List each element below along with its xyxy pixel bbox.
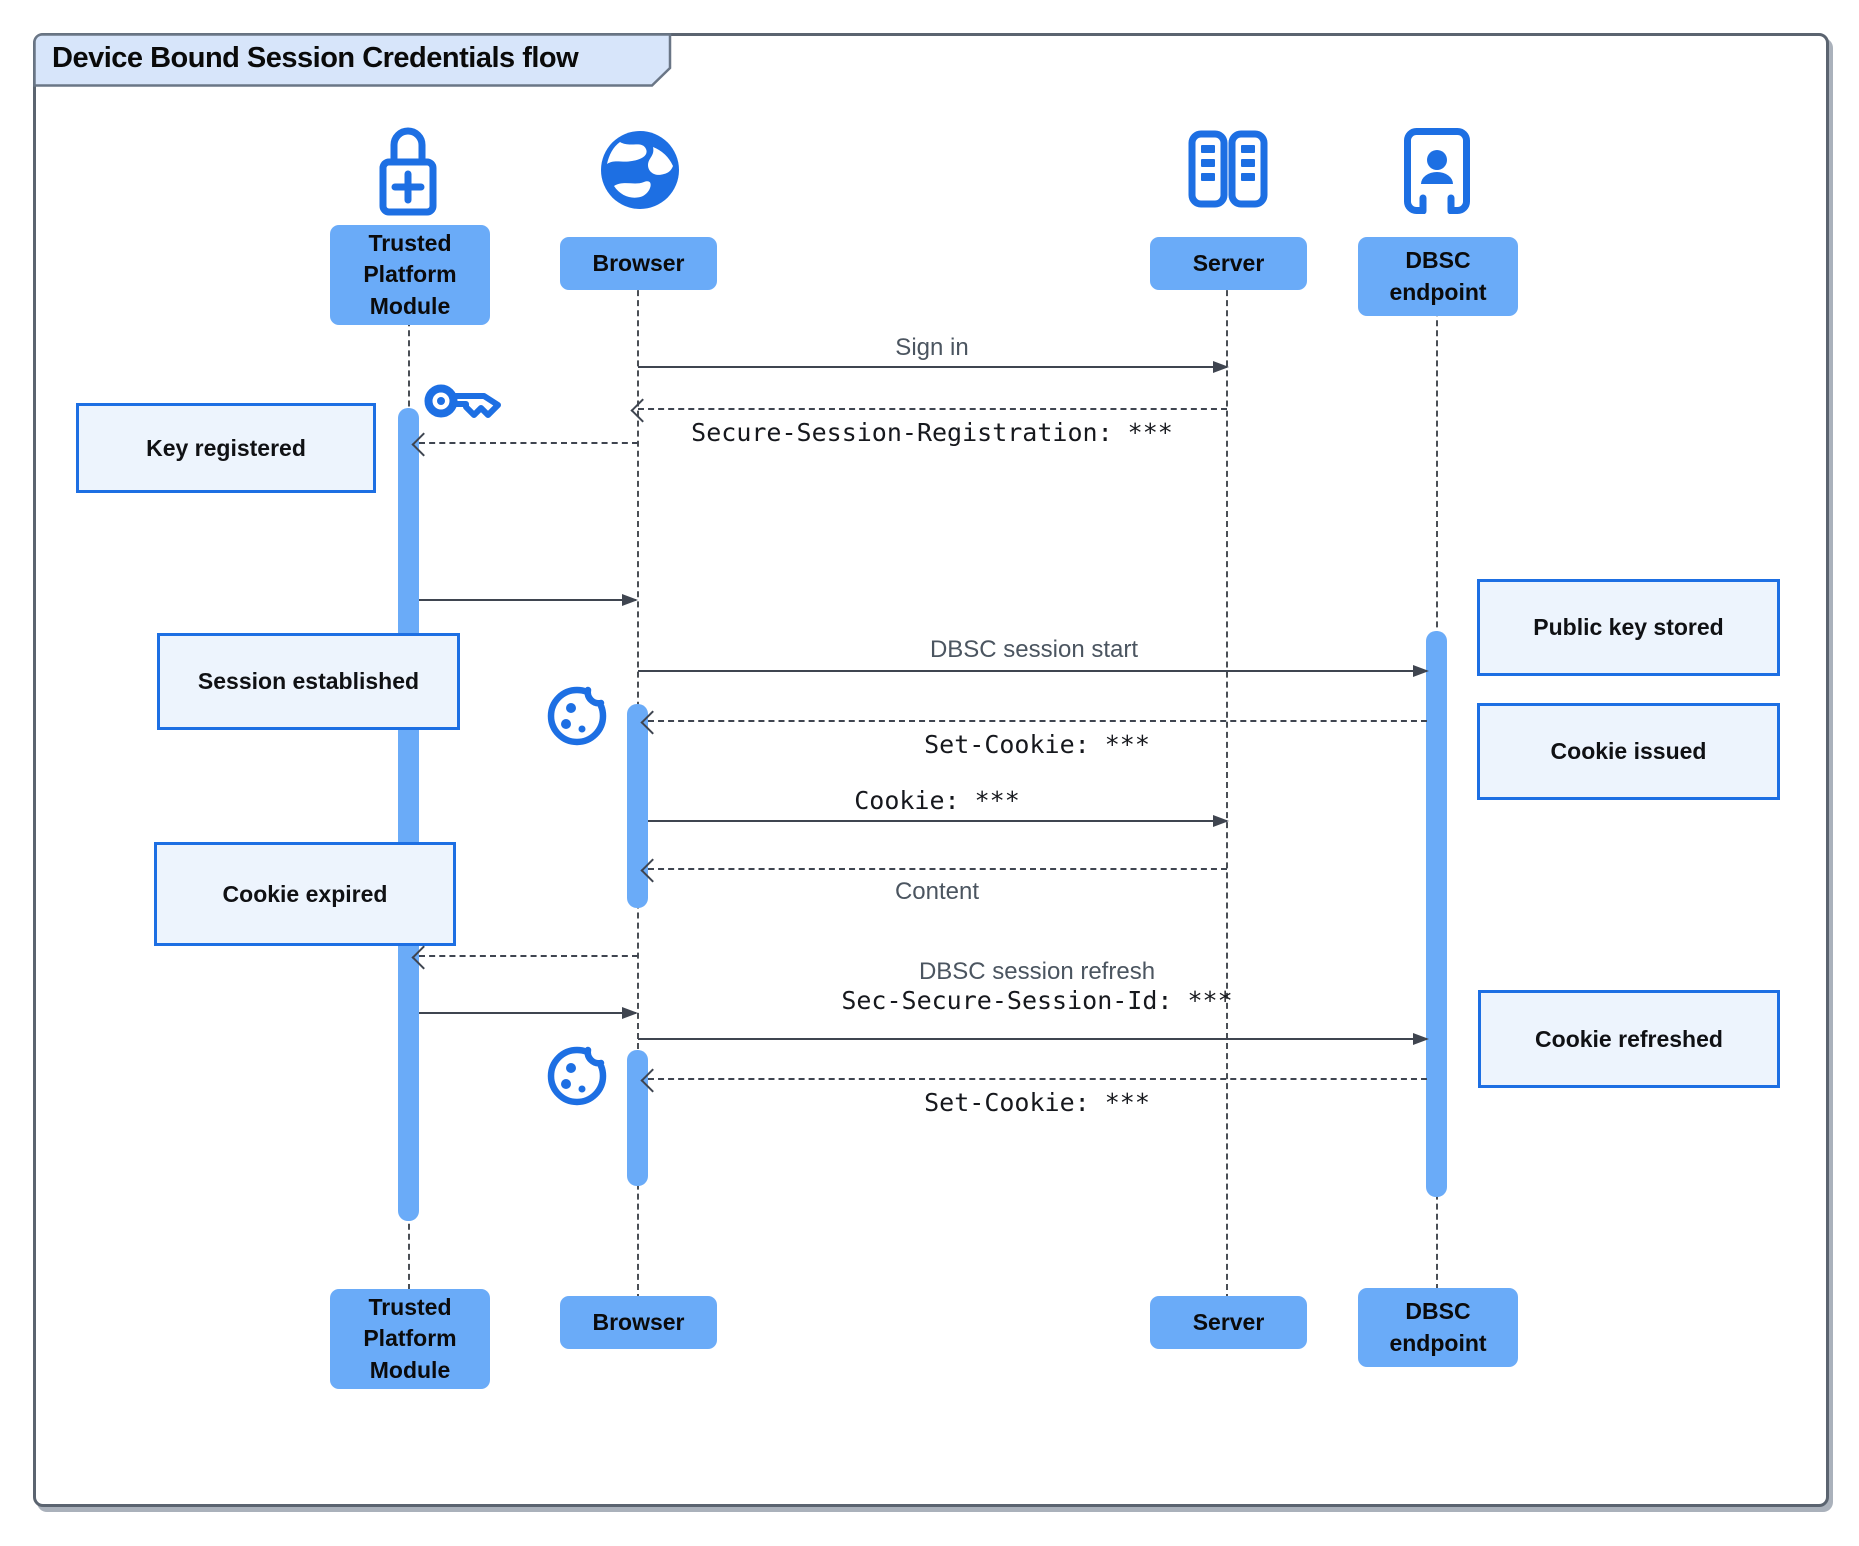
diagram-title-tab <box>33 33 683 88</box>
message-arrow-secure-session-registration <box>630 397 1227 423</box>
participant-tpm-top: Trusted Platform Module <box>330 225 490 325</box>
message-arrow-cookie <box>648 814 1229 827</box>
activation-bar-dbsc <box>1426 631 1447 1197</box>
participant-label: Browser <box>592 249 685 276</box>
arrowhead-icon <box>1413 664 1429 677</box>
key-icon <box>424 376 506 426</box>
message-label-cookie: Cookie: *** <box>854 786 1020 815</box>
message-label-dbsc-session-refresh: DBSC session refresh <box>918 958 1156 985</box>
message-label-dbsc-session-start: DBSC session start <box>929 636 1139 663</box>
note-key-registered: Key registered <box>76 403 376 493</box>
message-arrow-set-cookie-1 <box>640 709 1427 735</box>
message-arrow-browser-to-tpm <box>411 431 638 457</box>
note-cookie-issued: Cookie issued <box>1477 703 1780 800</box>
arrowhead-icon <box>622 593 638 606</box>
kiosk-person-icon <box>1404 128 1470 214</box>
lock-plus-icon <box>376 118 440 218</box>
participant-label: Server <box>1192 1308 1265 1335</box>
arrowhead-icon <box>1413 1032 1429 1045</box>
message-label-set-cookie-1: Set-Cookie: *** <box>924 730 1150 759</box>
participant-dbsc-top: DBSC endpoint <box>1358 237 1518 316</box>
lifeline-server <box>1226 260 1228 1300</box>
message-label-content: Content <box>894 878 980 905</box>
message-arrow-dbsc-session-start <box>638 664 1429 677</box>
message-label-sign-in: Sign in <box>895 334 969 361</box>
note-label: Key registered <box>146 434 306 461</box>
arrowhead-icon <box>622 1006 638 1019</box>
activation-bar-browser-1 <box>627 704 648 908</box>
note-label: Public key stored <box>1533 614 1724 641</box>
message-label-set-cookie-2: Set-Cookie: *** <box>924 1088 1150 1117</box>
participant-label: Trusted Platform Module <box>363 1294 457 1383</box>
message-arrow-content <box>640 857 1227 883</box>
message-arrow-dbsc-session-refresh <box>638 1032 1429 1045</box>
participant-server-top: Server <box>1150 237 1307 290</box>
arrowhead-icon <box>1213 360 1229 373</box>
participant-label: DBSC endpoint <box>1389 1298 1487 1356</box>
arrowhead-icon <box>1213 814 1229 827</box>
note-label: Session established <box>197 668 420 695</box>
cookie-icon <box>546 678 612 748</box>
participant-label: Trusted Platform Module <box>363 230 457 319</box>
activation-bar-browser-2 <box>627 1050 648 1186</box>
message-arrow-tpm-to-browser <box>419 593 638 606</box>
note-label: Cookie refreshed <box>1535 1025 1723 1052</box>
globe-icon <box>598 128 682 212</box>
participant-tpm-bottom: Trusted Platform Module <box>330 1289 490 1389</box>
server-rack-icon <box>1188 130 1268 208</box>
note-label: Cookie issued <box>1550 738 1707 765</box>
note-cookie-expired: Cookie expired <box>154 842 456 946</box>
diagram-title: Device Bound Session Credentials flow <box>52 42 579 74</box>
message-arrow-tpm-to-browser-2 <box>419 1006 638 1019</box>
note-label: Cookie expired <box>222 880 388 907</box>
participant-browser-bottom: Browser <box>560 1296 717 1349</box>
message-arrow-browser-to-tpm-refresh <box>411 944 638 970</box>
note-public-key-stored: Public key stored <box>1477 579 1780 676</box>
participant-label: Browser <box>592 1308 685 1335</box>
note-cookie-refreshed: Cookie refreshed <box>1478 990 1780 1088</box>
cookie-icon <box>546 1038 612 1108</box>
participant-server-bottom: Server <box>1150 1296 1307 1349</box>
message-label-sec-secure-session-id: Sec-Secure-Session-Id: *** <box>841 986 1233 1015</box>
participant-label: Server <box>1192 249 1265 276</box>
participant-dbsc-bottom: DBSC endpoint <box>1358 1288 1518 1367</box>
message-arrow-sign-in <box>638 360 1229 373</box>
participant-browser-top: Browser <box>560 237 717 290</box>
message-label-secure-session-registration: Secure-Session-Registration: *** <box>691 418 1173 447</box>
participant-label: DBSC endpoint <box>1389 247 1487 305</box>
activation-bar-tpm <box>398 408 419 1221</box>
message-arrow-set-cookie-2 <box>640 1067 1427 1093</box>
note-session-established: Session established <box>157 633 460 730</box>
